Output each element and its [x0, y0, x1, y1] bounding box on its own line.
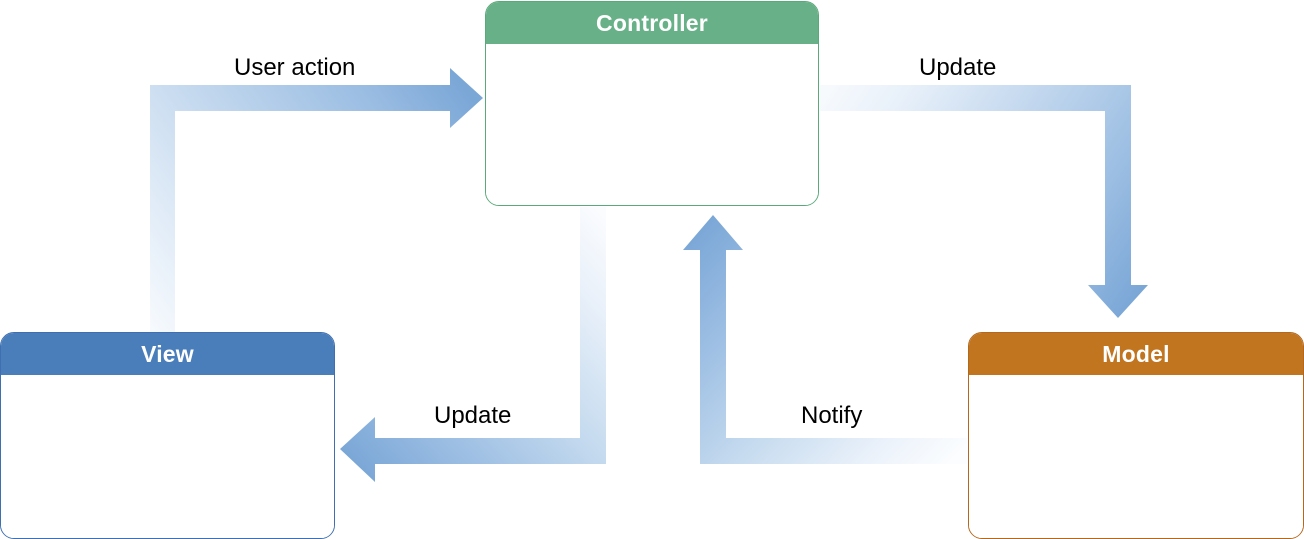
node-view-title: View — [1, 333, 334, 375]
edge-label-user-action: User action — [234, 54, 356, 81]
node-model-title: Model — [969, 333, 1303, 375]
edge-label-update-controller-to-view: Update — [434, 402, 512, 429]
node-controller[interactable]: Controller — [485, 1, 819, 206]
node-controller-title: Controller — [486, 2, 818, 44]
node-model[interactable]: Model — [968, 332, 1304, 539]
arrow-update-bottom — [340, 207, 606, 482]
node-view-body — [1, 375, 334, 538]
edge-label-notify: Notify — [801, 402, 863, 429]
node-model-body — [969, 375, 1303, 538]
arrow-user-action — [150, 68, 483, 339]
node-controller-body — [486, 44, 818, 205]
edge-label-update-controller-to-model: Update — [919, 54, 997, 81]
arrow-update-top — [820, 85, 1148, 318]
node-view[interactable]: View — [0, 332, 335, 539]
